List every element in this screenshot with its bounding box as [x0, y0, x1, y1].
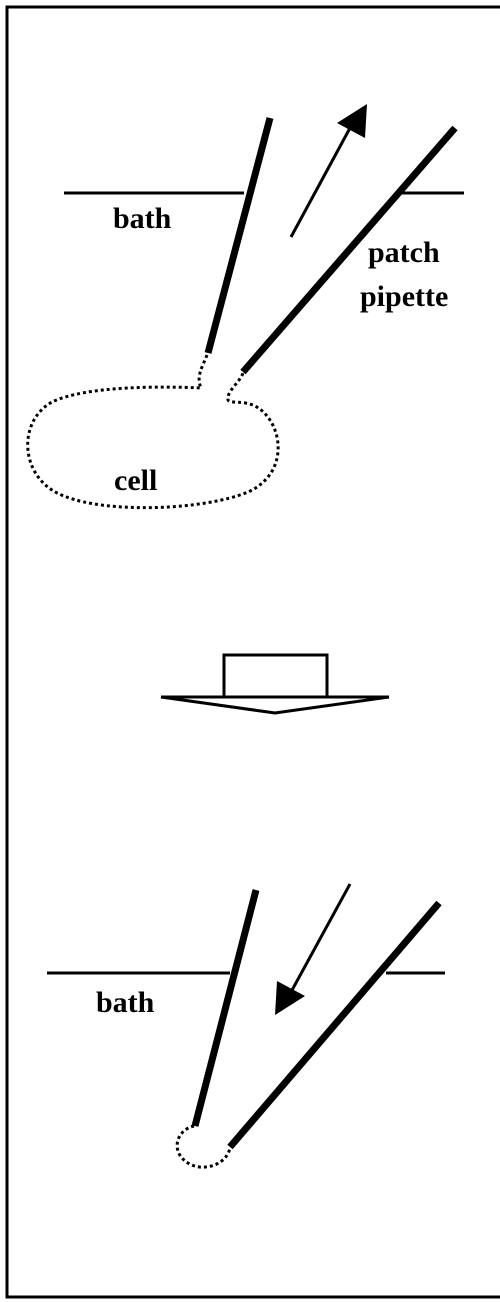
- pipette-wall-right: [240, 125, 458, 375]
- top-panel: bath patch pipette cell: [26, 104, 464, 510]
- transition-arrow-down: [160, 653, 390, 715]
- cell-label: cell: [114, 464, 157, 497]
- flow-arrow-down: [275, 883, 352, 1015]
- cell-membrane: [26, 354, 280, 510]
- pipette-wall-left: [204, 117, 274, 354]
- pipette-wall-left-bottom: [191, 889, 260, 1127]
- pipette-wall-right-bottom: [227, 900, 442, 1150]
- pipette-label-patch: patch: [368, 236, 440, 269]
- bath-label-bottom: bath: [96, 986, 155, 1019]
- flow-arrow-up: [289, 104, 367, 238]
- membrane-patch-vesicle: [175, 1124, 232, 1169]
- bath-label: bath: [113, 202, 172, 235]
- bottom-panel: bath: [47, 883, 445, 1169]
- diagram-border: [5, 5, 500, 1299]
- pipette-label-pipette: pipette: [360, 280, 448, 313]
